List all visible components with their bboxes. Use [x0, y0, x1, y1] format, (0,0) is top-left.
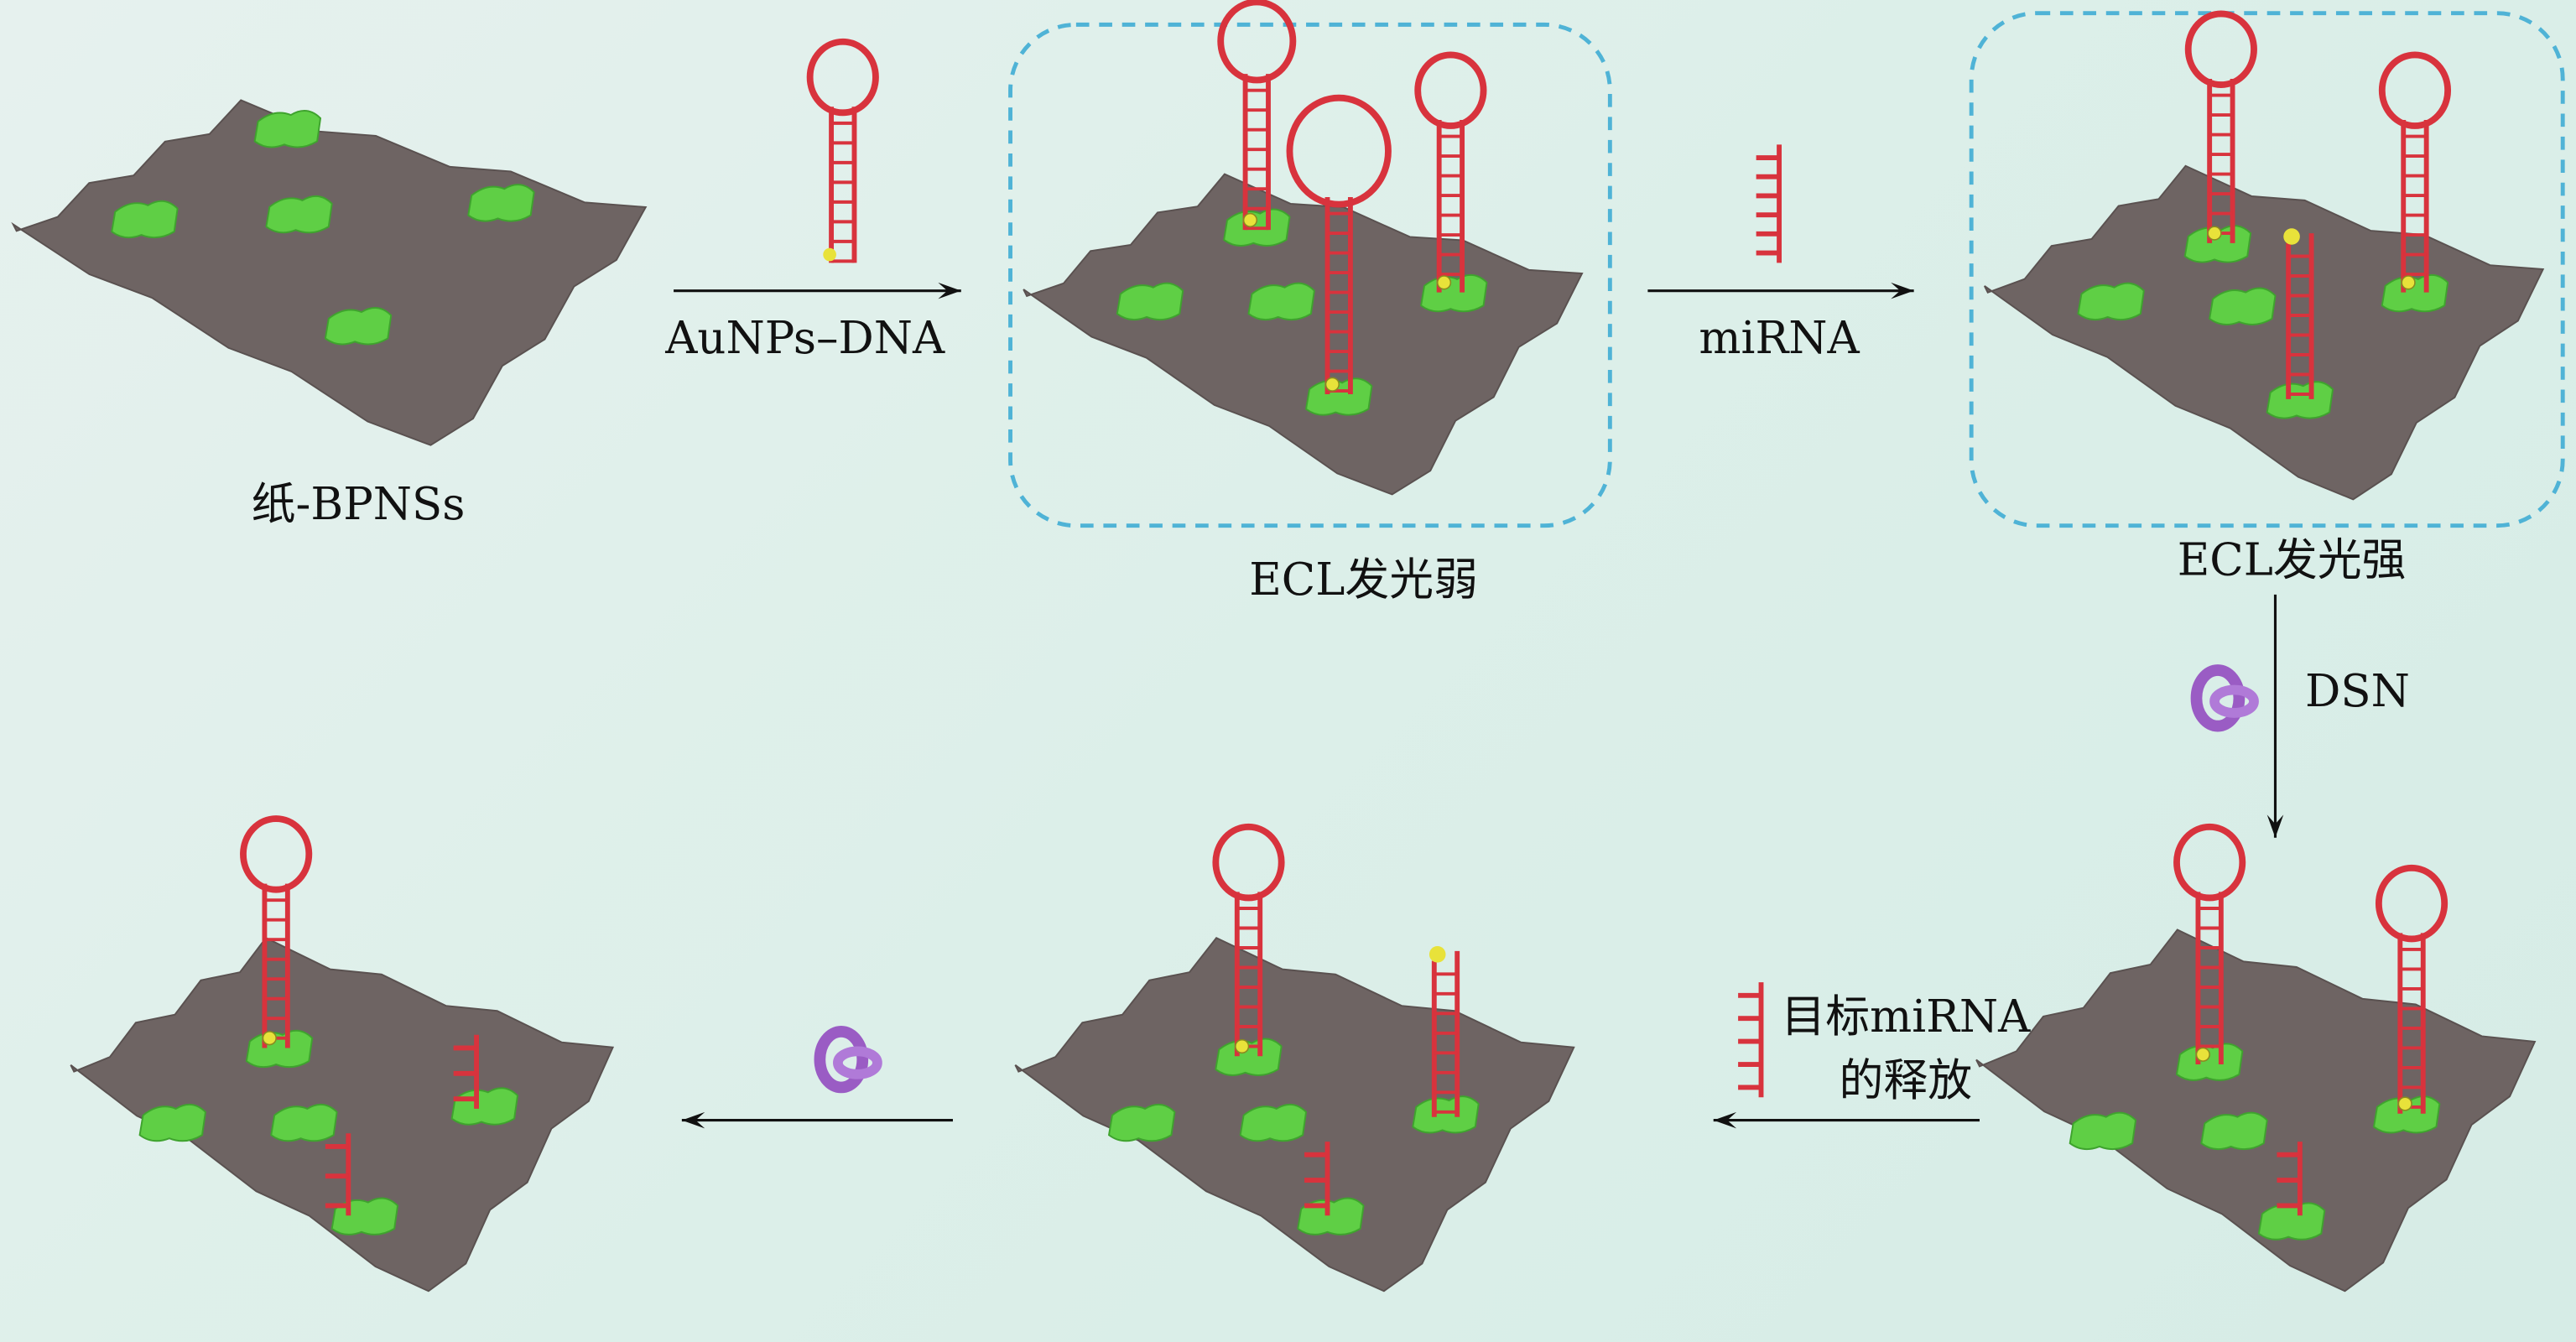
- paper-surface: [70, 937, 615, 1293]
- green-patch: [1420, 273, 1488, 313]
- arrow-add-aunps-dna-head: [938, 282, 961, 299]
- aunps-dna-icon: [806, 38, 879, 263]
- hairpin-dna-probe: [2184, 10, 2257, 243]
- label-dsn: DSN: [2305, 666, 2410, 717]
- hairpin-dna-probe: [1414, 51, 1487, 293]
- paper-surface: [1983, 164, 2545, 501]
- enzyme-ring: [814, 1026, 869, 1094]
- green-patch: [1412, 1095, 1480, 1134]
- gold-nanoparticle: [2401, 275, 2416, 290]
- green-patch: [2069, 1111, 2137, 1151]
- hairpin-dna-probe: [1212, 823, 1285, 1057]
- green-patch: [1239, 1103, 1308, 1142]
- mirna-strand: [1738, 982, 1764, 1098]
- paper-surface: [1975, 928, 2537, 1293]
- hairpin-dna-probe: [2378, 51, 2452, 293]
- hairpin-loop: [2173, 823, 2246, 902]
- arrow-dsn-head: [2266, 814, 2284, 838]
- gold-nanoparticle: [1429, 946, 1446, 963]
- panel-ecl-strong: [1983, 10, 2545, 501]
- green-patch: [111, 200, 179, 239]
- gold-nanoparticle: [262, 1031, 277, 1046]
- arrow-target-release-head: [1713, 1111, 1737, 1129]
- cleaved-dna-stub: [2277, 1142, 2303, 1216]
- label-target-release-1: 目标miRNA: [1781, 991, 2031, 1043]
- hairpin-dna-probe: [2173, 823, 2246, 1065]
- hairpin-loop: [2378, 51, 2452, 129]
- green-patch: [245, 1029, 314, 1069]
- label-paper-bpns: 纸-BPNSs: [252, 479, 466, 530]
- gold-nanoparticle: [1235, 1038, 1250, 1054]
- enzyme-ring: [833, 1046, 882, 1079]
- green-patch: [2200, 1111, 2268, 1151]
- panel-ecl-weak: [1023, 0, 1584, 496]
- hairpin-loop: [1286, 94, 1392, 208]
- enzyme-ring: [2190, 664, 2246, 732]
- label-ecl-strong: ECL发光强: [2178, 534, 2407, 585]
- gold-nanoparticle: [2283, 228, 2300, 245]
- panel-dsn-cleavage: [1975, 823, 2537, 1293]
- label-target-release-2: 的释放: [1840, 1055, 1973, 1106]
- arrow-recycle-head: [681, 1111, 705, 1129]
- gold-nanoparticle: [1324, 377, 1340, 392]
- mirna-icon: [1756, 144, 1782, 263]
- gold-nanoparticle: [823, 247, 836, 262]
- hairpin-loop: [240, 815, 313, 893]
- green-patch: [324, 307, 393, 346]
- green-patch: [2175, 1043, 2244, 1081]
- gold-nanoparticle: [1436, 275, 1452, 290]
- duplex-dna: [2283, 228, 2314, 399]
- green-patch: [1247, 282, 1315, 321]
- dashed-highlight-box: [1008, 22, 1612, 528]
- panel-final: [70, 815, 615, 1293]
- gold-nanoparticle: [2207, 226, 2222, 241]
- hairpin-loop: [2184, 10, 2257, 88]
- green-patch: [1116, 282, 1184, 321]
- paper-surface: [1023, 173, 1584, 496]
- hairpin-dna-probe: [806, 38, 879, 263]
- hairpin-loop: [1217, 0, 1297, 84]
- label-ecl-weak: ECL发光弱: [1249, 554, 1478, 606]
- hairpin-loop: [1212, 823, 1285, 902]
- hairpin-loop: [1414, 51, 1487, 129]
- cleaved-dna-stub: [325, 1133, 351, 1216]
- paper-surface: [11, 99, 648, 446]
- gold-nanoparticle: [2397, 1096, 2412, 1111]
- green-patch: [2209, 287, 2277, 325]
- dsn-enzyme-icon: [814, 1026, 882, 1094]
- green-patch: [138, 1103, 206, 1142]
- green-patch: [1107, 1103, 1176, 1142]
- cleaved-dna-stub: [1304, 1142, 1330, 1216]
- label-aunps-dna: AuNPs–DNA: [664, 313, 945, 364]
- cleaved-dna-stub: [453, 1034, 479, 1109]
- green-patch: [2077, 282, 2145, 321]
- enzyme-ring: [2209, 684, 2259, 718]
- label-mirna: miRNA: [1699, 313, 1860, 364]
- hairpin-dna-probe: [1217, 0, 1297, 231]
- mirna-strand: [1756, 144, 1782, 263]
- green-patch: [265, 195, 333, 234]
- green-patch: [2257, 1202, 2326, 1241]
- duplex-dna: [1429, 946, 1460, 1117]
- gold-nanoparticle: [2195, 1047, 2210, 1062]
- green-patch: [253, 110, 322, 148]
- dsn-enzyme-icon: [2190, 664, 2259, 732]
- hairpin-dna-probe: [2375, 864, 2449, 1114]
- arrow-add-mirna-head: [1891, 282, 1914, 299]
- hairpin-dna-probe: [1286, 94, 1392, 395]
- panel-target-recycling: [1014, 823, 1575, 1293]
- target-mirna-icon: [1738, 982, 1764, 1098]
- panel-paper-bpns: [11, 99, 648, 446]
- dashed-highlight-box: [1969, 11, 2565, 528]
- hairpin-loop: [2375, 864, 2449, 943]
- green-patch: [467, 184, 535, 222]
- gold-nanoparticle: [1242, 212, 1258, 228]
- green-patch: [450, 1087, 519, 1126]
- green-patch: [270, 1103, 338, 1142]
- green-patch: [2266, 381, 2334, 419]
- hairpin-dna-probe: [240, 815, 313, 1048]
- hairpin-loop: [806, 38, 879, 117]
